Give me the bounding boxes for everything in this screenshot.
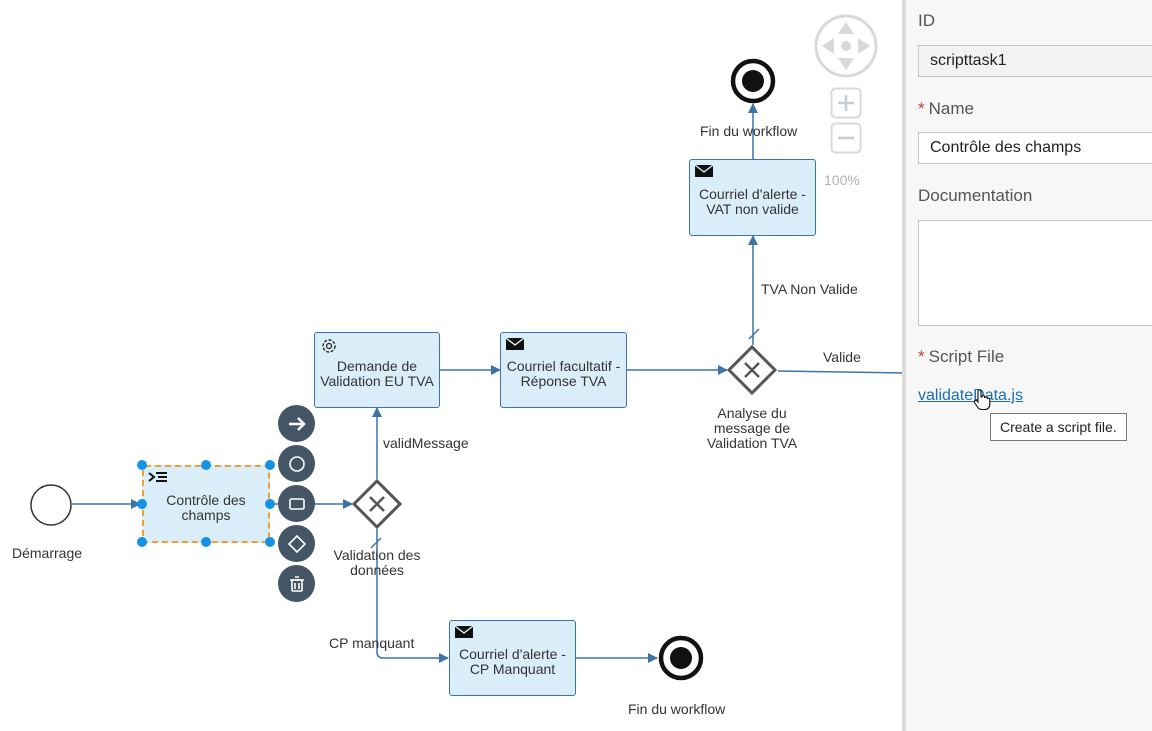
documentation-field[interactable] <box>918 220 1152 326</box>
properties-panel: ID scripttask1 *Name Contrôle des champs… <box>902 0 1152 731</box>
append-gateway-button[interactable] <box>278 525 315 562</box>
flow-label-tva-non-valide: TVA Non Valide <box>761 281 858 297</box>
name-label-text: Name <box>928 99 974 118</box>
rectangle-icon <box>288 497 305 510</box>
resize-handle[interactable] <box>201 460 211 470</box>
zoom-out-button[interactable] <box>830 122 862 154</box>
zoom-level: 100% <box>824 172 860 188</box>
resize-handle[interactable] <box>265 499 275 509</box>
end-event-bottom[interactable] <box>657 634 705 682</box>
flow-label-cp-manquant: CP manquant <box>329 635 415 651</box>
script-file-link[interactable]: validateData.js <box>918 387 1023 404</box>
arrow-right-icon <box>288 416 306 431</box>
append-event-button[interactable] <box>278 445 315 482</box>
id-field[interactable]: scripttask1 <box>918 45 1152 77</box>
task-courriel-alerte-cp[interactable]: Courriel d'alerte - CP Manquant <box>449 620 576 696</box>
default-flow-marker <box>370 537 382 549</box>
flow-label-valid-message: validMessage <box>383 435 469 451</box>
gear-icon <box>322 339 336 353</box>
start-event[interactable] <box>29 483 73 527</box>
tooltip: Create a script file. <box>990 413 1127 441</box>
gateway-label: Validation des données <box>333 547 421 578</box>
task-label: Contrôle des champs <box>166 492 246 523</box>
workflow-canvas[interactable]: Démarrage Contrôle des champs <box>0 0 902 731</box>
pan-right-icon <box>858 38 870 54</box>
task-courriel-alerte-vat[interactable]: Courriel d'alerte - VAT non valide <box>689 159 816 236</box>
envelope-icon <box>505 337 525 350</box>
flow-analyse-valide <box>777 370 902 374</box>
resize-handle[interactable] <box>265 460 275 470</box>
append-task-button[interactable] <box>278 485 315 522</box>
pan-left-icon <box>822 38 834 54</box>
pan-control[interactable] <box>813 13 879 79</box>
envelope-icon <box>694 164 714 177</box>
start-event-label: Démarrage <box>12 545 83 561</box>
default-flow-marker <box>748 328 760 340</box>
script-file-label-text: Script File <box>928 347 1005 366</box>
append-sequence-flow-button[interactable] <box>278 405 315 442</box>
script-icon <box>148 472 167 482</box>
task-demande-validation[interactable]: Demande de Validation EU TVA <box>314 332 440 408</box>
resize-handle[interactable] <box>201 537 211 547</box>
task-controle-des-champs[interactable]: Contrôle des champs <box>142 465 270 543</box>
name-label: *Name <box>918 99 974 119</box>
script-file-label: *Script File <box>918 347 1004 367</box>
end-event-top[interactable] <box>729 57 777 105</box>
trash-icon <box>289 575 304 592</box>
required-marker: * <box>918 99 925 118</box>
flow-gateway-to-alerte-cp <box>376 529 449 663</box>
task-label: Demande de Validation EU TVA <box>320 358 434 389</box>
circle-icon <box>288 455 305 472</box>
end-event-label: Fin du workflow <box>628 701 726 717</box>
envelope-icon <box>454 625 474 638</box>
name-field[interactable]: Contrôle des champs <box>918 132 1152 164</box>
end-event-label: Fin du workflow <box>700 123 798 139</box>
resize-handle[interactable] <box>265 537 275 547</box>
required-marker: * <box>918 347 925 366</box>
task-label: Courriel facultatif - Réponse TVA <box>506 358 621 389</box>
task-courriel-facultatif[interactable]: Courriel facultatif - Réponse TVA <box>500 332 627 408</box>
pan-up-icon <box>838 22 854 34</box>
diamond-icon <box>287 534 306 553</box>
documentation-label: Documentation <box>918 186 1033 205</box>
sequence-flows <box>72 103 902 663</box>
flow-label-valide: Valide <box>823 349 861 365</box>
id-label: ID <box>918 11 935 30</box>
resize-handle[interactable] <box>137 460 147 470</box>
task-label: Courriel d'alerte - VAT non valide <box>699 185 806 217</box>
task-label: Courriel d'alerte - CP Manquant <box>459 646 566 677</box>
pan-down-icon <box>838 58 854 70</box>
gateway-label: Analyse du message de Validation TVA <box>706 405 798 451</box>
resize-handle[interactable] <box>137 537 147 547</box>
gateway-validation-des-donnees[interactable] <box>352 479 402 529</box>
hand-cursor-icon <box>973 389 991 411</box>
zoom-in-button[interactable] <box>830 87 862 119</box>
gateway-analyse-message[interactable] <box>727 345 777 395</box>
delete-button[interactable] <box>278 565 315 602</box>
resize-handle[interactable] <box>137 499 147 509</box>
